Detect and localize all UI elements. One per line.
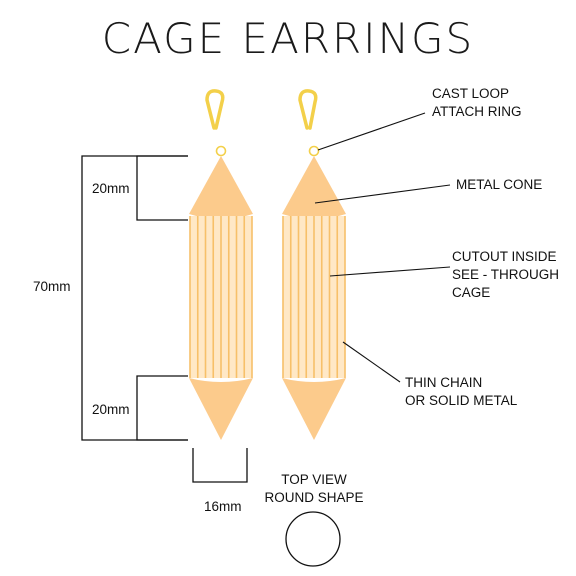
cutout-label-line2: SEE - THROUGH	[452, 267, 560, 282]
thin-chain-label: THIN CHAIN OR SOLID METAL	[405, 374, 517, 410]
callout-lines	[314, 112, 451, 383]
left-earring	[189, 89, 253, 440]
cage-bars	[189, 216, 253, 378]
metal-cone-label: METAL CONE	[456, 177, 543, 192]
top-view-label-line1: TOP VIEW	[281, 472, 347, 487]
top-view-label-line2: ROUND SHAPE	[264, 490, 364, 505]
top-cone-length-label: 20mm	[92, 181, 130, 196]
cast-loop-label-line1: CAST LOOP	[432, 86, 510, 101]
dimension-lines	[81, 155, 248, 483]
cutout-label: CUTOUT INSIDE SEE - THROUGH CAGE	[452, 248, 559, 302]
width-label: 16mm	[204, 499, 242, 514]
diagram-title: CAGE EARRINGS	[101, 14, 475, 63]
cutout-leader	[329, 266, 451, 277]
earring-hook-icon	[298, 89, 318, 130]
bottom-metal-cone	[282, 378, 346, 440]
attach-ring	[308, 145, 320, 157]
top-metal-cone	[189, 156, 253, 219]
bottom-cone-length-label: 20mm	[92, 402, 130, 417]
top-metal-cone	[282, 156, 346, 219]
earring-hook-icon	[205, 89, 225, 130]
metal-cone-leader	[314, 184, 451, 204]
total-length-label: 70mm	[33, 279, 71, 294]
thin-chain-label-line2: OR SOLID METAL	[405, 393, 518, 408]
top-view-circle-icon	[285, 511, 341, 567]
thin-chain-label-line1: THIN CHAIN	[405, 375, 483, 390]
cast-loop-label: CAST LOOP ATTACH RING	[432, 85, 522, 121]
right-earring	[282, 89, 346, 440]
cutout-label-line3: CAGE	[452, 285, 491, 300]
bottom-cone-bracket	[136, 375, 188, 441]
width-bracket	[192, 448, 248, 483]
cast-loop-label-line2: ATTACH RING	[432, 104, 522, 119]
thin-chain-leader	[342, 341, 401, 383]
top-view-label: TOP VIEW ROUND SHAPE	[262, 471, 366, 507]
top-cone-bracket	[136, 155, 188, 221]
cage-bars	[282, 216, 346, 378]
bottom-metal-cone	[189, 378, 253, 440]
total-length-bracket	[81, 155, 188, 441]
cast-loop-leader	[317, 112, 426, 151]
attach-ring	[215, 145, 227, 157]
cutout-label-line1: CUTOUT INSIDE	[452, 249, 557, 264]
